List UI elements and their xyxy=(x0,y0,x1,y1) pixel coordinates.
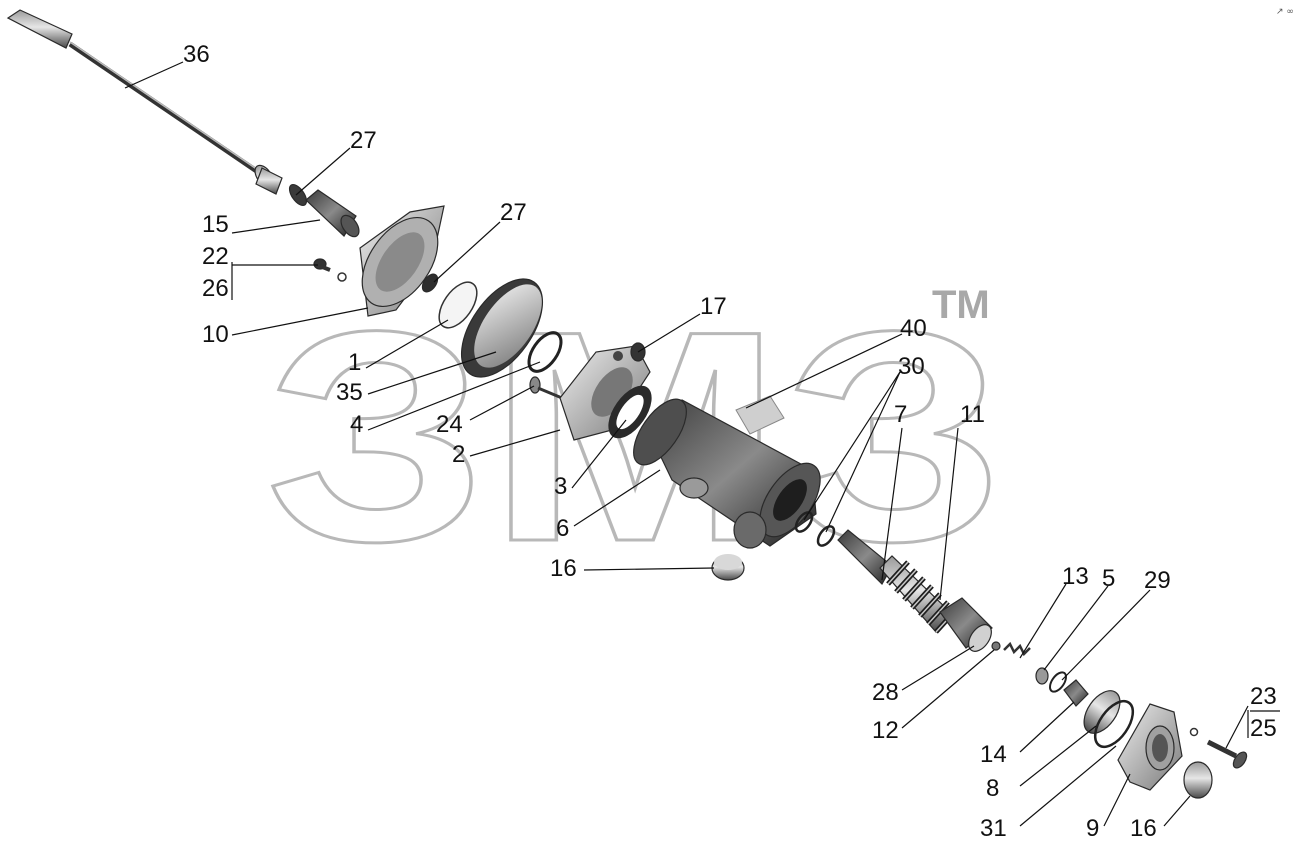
label-28: 28 xyxy=(872,679,899,706)
label-9: 9 xyxy=(1086,815,1099,842)
part-30-ring-b xyxy=(816,525,836,547)
label-27-top: 27 xyxy=(350,127,377,154)
part-13-spring xyxy=(1003,641,1031,657)
label-6: 6 xyxy=(556,515,569,542)
part-14-valve xyxy=(1063,679,1089,707)
label-24: 24 xyxy=(436,411,463,438)
label-36: 36 xyxy=(183,41,210,68)
label-35: 35 xyxy=(336,379,363,406)
part-1-ring xyxy=(438,281,478,329)
label-16-mid: 16 xyxy=(550,555,577,582)
part-10-cover xyxy=(359,205,445,317)
part-31-ring xyxy=(1093,699,1135,749)
part-16-cap-b xyxy=(1183,761,1213,799)
watermark-tm: TM xyxy=(932,283,990,327)
label-4: 4 xyxy=(350,411,363,438)
label-8: 8 xyxy=(986,775,999,802)
label-13: 13 xyxy=(1062,563,1089,590)
label-26: 26 xyxy=(202,275,229,302)
part-27-seal xyxy=(288,183,308,207)
leader-lines xyxy=(124,61,1249,827)
label-10: 10 xyxy=(202,321,229,348)
part-16-cap xyxy=(711,554,745,581)
part-28-sleeve xyxy=(939,597,993,652)
label-12: 12 xyxy=(872,717,899,744)
label-27-mid: 27 xyxy=(500,199,527,226)
part-35-diaphragm xyxy=(460,278,544,378)
part-9-cover xyxy=(1117,703,1183,791)
part-22-screw xyxy=(313,258,347,282)
label-3: 3 xyxy=(554,473,567,500)
label-30: 30 xyxy=(898,353,925,380)
label-29: 29 xyxy=(1144,567,1171,594)
part-24-pin xyxy=(529,376,563,400)
part-15-bushing xyxy=(305,189,360,238)
part-3-gasket xyxy=(608,385,652,439)
label-11: 11 xyxy=(960,401,985,428)
watermark: ЗМЗ TM xyxy=(264,267,1007,606)
watermark-text: ЗМЗ xyxy=(265,268,1005,604)
label-31: 31 xyxy=(980,815,1007,842)
part-30-ring-a xyxy=(794,511,814,533)
part-40-label-plate xyxy=(735,395,785,435)
part-4-ring xyxy=(527,331,563,373)
label-25: 25 xyxy=(1250,715,1277,742)
part-36-rod xyxy=(6,9,283,195)
label-7: 7 xyxy=(894,401,907,428)
label-23: 23 xyxy=(1250,683,1277,710)
label-5: 5 xyxy=(1102,565,1115,592)
part-6-body xyxy=(633,398,821,549)
label-1: 1 xyxy=(348,349,361,376)
part-23-bolt xyxy=(1189,727,1248,769)
corner-mark: ↗ ∞ xyxy=(1276,7,1294,17)
callout-labels: 36 27 15 22 26 27 10 1 35 4 24 2 17 3 6 … xyxy=(183,41,1280,842)
part-5-ring xyxy=(1035,667,1049,685)
label-15: 15 xyxy=(202,211,229,238)
label-40: 40 xyxy=(900,315,927,342)
part-12-ball xyxy=(991,641,1001,651)
label-14: 14 xyxy=(980,741,1007,768)
part-27-seal-b xyxy=(421,273,439,293)
label-22: 22 xyxy=(202,243,229,270)
label-17: 17 xyxy=(700,293,727,320)
label-16-bottom: 16 xyxy=(1130,815,1157,842)
label-2: 2 xyxy=(452,441,465,468)
part-11-spring xyxy=(886,560,958,634)
part-29-ring xyxy=(1049,671,1067,693)
